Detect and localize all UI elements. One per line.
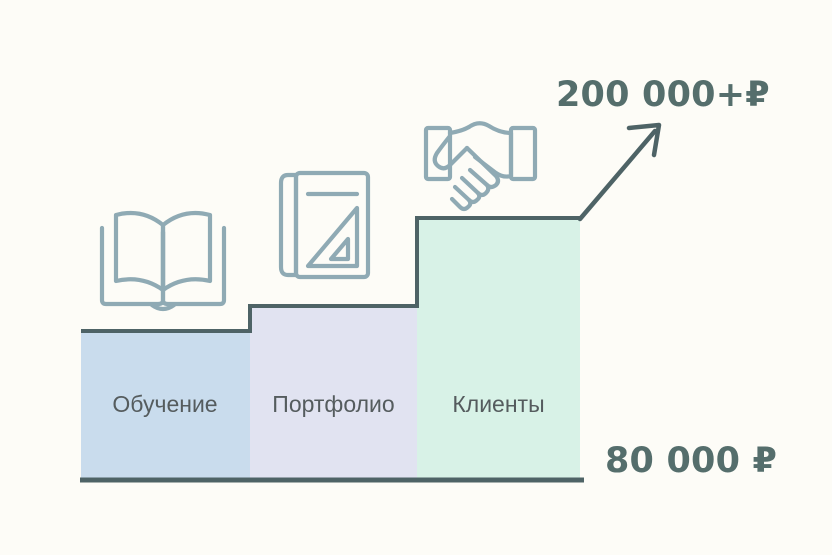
growth-arrow-icon [577,122,662,222]
handshake-icon [423,121,538,212]
step-bar-2 [417,218,580,479]
open-book-icon [99,210,227,312]
top-amount-annotation: 200 000+₽ [556,75,770,115]
step-bar-1 [250,306,417,479]
portfolio-ruler-icon [278,170,371,280]
step-label-klienty: Клиенты [452,391,545,417]
bottom-amount-annotation: 80 000 ₽ [605,441,778,481]
step-bar-0 [81,331,250,479]
step-label-portfolio: Портфолио [272,391,395,417]
staircase-outline [81,216,580,333]
step-label-obuchenie: Обучение [112,391,218,417]
